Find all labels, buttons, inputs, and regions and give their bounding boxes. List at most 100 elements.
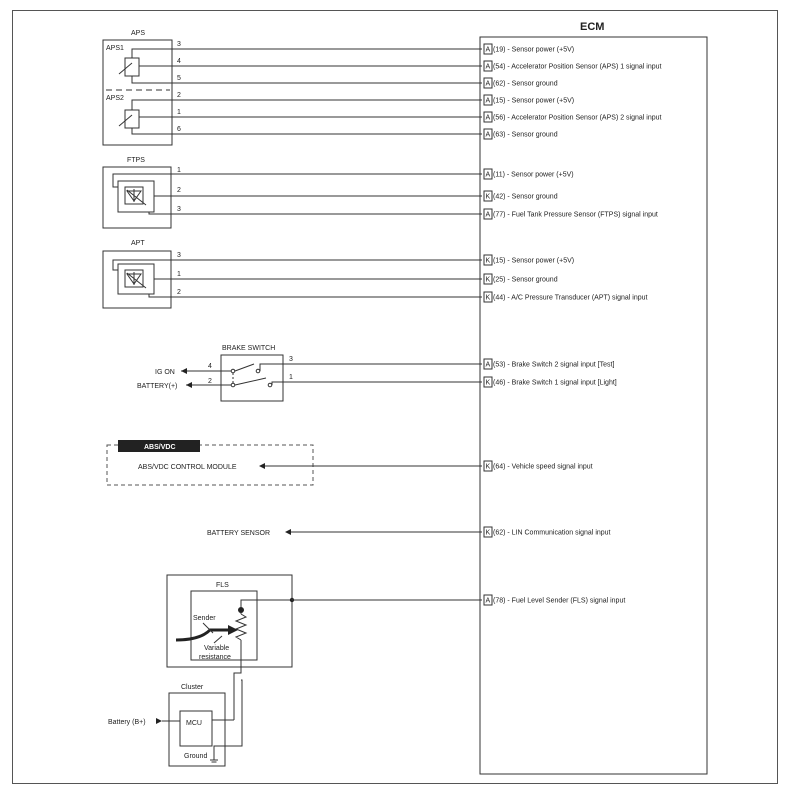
- aps-pin-4: 4: [177, 58, 181, 65]
- ecm-connector-box: [483, 526, 493, 538]
- ig-on-label: IG ON: [155, 369, 175, 376]
- brake-switch-box: [220, 354, 284, 402]
- aps-label: APS: [131, 30, 145, 37]
- aps1-wiper-icon: [118, 62, 133, 75]
- ecm-connector-box: [483, 43, 493, 55]
- ecm-pin-description: (44) - A/C Pressure Transducer (APT) sig…: [493, 295, 648, 302]
- ecm-pin-row: A(56) - Accelerator Position Sensor (APS…: [483, 111, 662, 123]
- apt-wire-signal: [148, 294, 482, 298]
- abs-vdc-module-label: ABS/VDC CONTROL MODULE: [138, 464, 237, 471]
- ftps-pin-1: 1: [177, 167, 181, 174]
- ecm-pin-row: K(44) - A/C Pressure Transducer (APT) si…: [483, 291, 648, 303]
- aps1-label: APS1: [106, 45, 124, 52]
- ecm-pin-row: A(63) - Sensor ground: [483, 128, 558, 140]
- ecm-pin-row: A(62) - Sensor ground: [483, 77, 558, 89]
- aps2-wiper-icon: [118, 114, 133, 127]
- ecm-pin-row: K(15) - Sensor power (+5V): [483, 254, 574, 266]
- ecm-connector-box: [483, 460, 493, 472]
- ftps-wire-power: [112, 173, 482, 188]
- ecm-connector-box: [483, 111, 493, 123]
- ecm-pin-description: (11) - Sensor power (+5V): [493, 172, 574, 179]
- fls-node-icon: [238, 607, 244, 613]
- mcu-label: MCU: [186, 720, 202, 727]
- apt-pin-3: 3: [177, 252, 181, 259]
- ecm-pin-row: A(77) - Fuel Tank Pressure Sensor (FTPS)…: [483, 208, 658, 220]
- fls-wire-to-cluster: [233, 640, 242, 720]
- ftps-label: FTPS: [127, 157, 145, 164]
- ecm-connector-box: [483, 376, 493, 388]
- ftps-pin-3: 3: [177, 206, 181, 213]
- aps-pin-5: 5: [177, 75, 181, 82]
- ecm-connector-box: [483, 77, 493, 89]
- ecm-pin-row: A(11) - Sensor power (+5V): [483, 168, 574, 180]
- ecm-connector-letter: A: [486, 81, 491, 88]
- ecm-pin-row: A(78) - Fuel Level Sender (FLS) signal i…: [483, 594, 625, 606]
- ecm-pin-description: (54) - Accelerator Position Sensor (APS)…: [493, 64, 662, 71]
- battery-plus-label: BATTERY(+): [137, 383, 177, 390]
- abs-vdc-box: [106, 444, 314, 486]
- ecm-pin-description: (64) - Vehicle speed signal input: [493, 464, 593, 471]
- ecm-pin-description: (62) - LIN Communication signal input: [493, 530, 611, 537]
- ecm-pin-description: (77) - Fuel Tank Pressure Sensor (FTPS) …: [493, 212, 658, 219]
- ecm-pin-row: A(54) - Accelerator Position Sensor (APS…: [483, 60, 662, 72]
- ecm-pin-row: K(42) - Sensor ground: [483, 190, 558, 202]
- ecm-connector-box: [483, 168, 493, 180]
- ecm-pin-description: (46) - Brake Switch 1 signal input [Ligh…: [493, 380, 617, 387]
- aps1-wire-power: [131, 48, 482, 58]
- ecm-pin-list: A(19) - Sensor power (+5V)A(54) - Accele…: [483, 43, 662, 606]
- ecm-connector-letter: K: [486, 464, 491, 471]
- ecm-connector-letter: A: [486, 212, 491, 219]
- ecm-connector-box: [483, 60, 493, 72]
- sender-pointer-icon: [202, 622, 214, 634]
- ftps-wire-signal: [148, 212, 482, 215]
- ecm-connector-letter: A: [486, 47, 491, 54]
- ground-label: Ground: [184, 753, 207, 760]
- apt-pin-1: 1: [177, 271, 181, 278]
- ecm-connector-letter: A: [486, 115, 491, 122]
- brake-pin-3: 3: [289, 356, 293, 363]
- ecm-pin-row: K(62) - LIN Communication signal input: [483, 526, 611, 538]
- arrow-left-icon: [186, 382, 192, 388]
- apt-label: APT: [131, 240, 145, 247]
- ecm-pin-description: (56) - Accelerator Position Sensor (APS)…: [493, 115, 662, 122]
- ftps-sensor-icon: [117, 180, 155, 213]
- variable-pointer-icon: [213, 635, 223, 644]
- ecm-pin-row: K(64) - Vehicle speed signal input: [483, 460, 593, 472]
- ecm-connector-letter: K: [486, 194, 491, 201]
- ecm-connector-box: [483, 190, 493, 202]
- brake-pin-1: 1: [289, 374, 293, 381]
- aps-pin-6: 6: [177, 126, 181, 133]
- arrow-left-icon: [285, 529, 291, 535]
- ecm-connector-letter: A: [486, 98, 491, 105]
- ecm-connector-letter: A: [486, 64, 491, 71]
- ecm-title: ECM: [580, 21, 604, 33]
- ecm-connector-box: [483, 94, 493, 106]
- ftps-pin-2: 2: [177, 187, 181, 194]
- ecm-connector-box: [483, 254, 493, 266]
- ecm-pin-description: (15) - Sensor power (+5V): [493, 258, 574, 265]
- ecm-pin-row: K(46) - Brake Switch 1 signal input [Lig…: [483, 376, 617, 388]
- abs-vdc-tag-text: ABS/VDC: [144, 444, 176, 451]
- apt-sensor-icon: [117, 263, 155, 295]
- ground-symbol-icon: [210, 757, 218, 763]
- ground-wire: [213, 679, 243, 757]
- ecm-connector-box: [483, 128, 493, 140]
- aps-pin-2: 2: [177, 92, 181, 99]
- cluster-label: Cluster: [181, 684, 204, 691]
- abs-vdc-tag: [118, 440, 200, 452]
- apt-pin-2: 2: [177, 289, 181, 296]
- brake-wire-sw1: [271, 381, 482, 385]
- ecm-pin-description: (15) - Sensor power (+5V): [493, 98, 574, 105]
- ecm-pin-description: (42) - Sensor ground: [493, 194, 558, 201]
- ecm-connector-box: [483, 208, 493, 220]
- fls-resistor-icon: [234, 613, 248, 641]
- arrow-left-icon: [259, 463, 265, 469]
- arrow-right-icon: [228, 625, 238, 635]
- fls-outer-loop: [166, 574, 293, 668]
- ecm-pin-row: A(15) - Sensor power (+5V): [483, 94, 574, 106]
- fls-sender-label: Sender: [193, 615, 216, 622]
- ecm-connector-box: [483, 291, 493, 303]
- ecm-connector-box: [483, 358, 493, 370]
- ecm-connector-letter: A: [486, 362, 491, 369]
